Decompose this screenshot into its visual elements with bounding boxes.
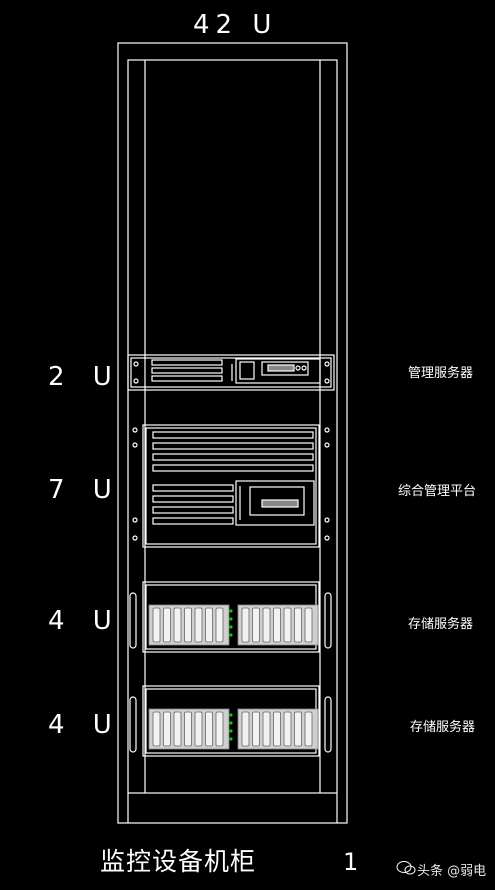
disk-drive (205, 607, 213, 643)
status-led (229, 617, 233, 621)
disk-drive (252, 711, 260, 747)
disk-drive (262, 607, 271, 643)
device-name-label: 存储服务器 (410, 720, 476, 735)
status-led (229, 721, 233, 725)
disk-bays (148, 604, 319, 750)
disk-drive (283, 711, 292, 747)
sheet-number: 1 (343, 848, 359, 876)
disk-drive (304, 711, 313, 747)
disk-drive (304, 607, 313, 643)
disk-drive (241, 711, 250, 747)
disk-drive (152, 607, 161, 643)
disk-drive (241, 607, 250, 643)
disk-drive (194, 607, 203, 643)
cabinet-outer-frame (117, 42, 348, 824)
disk-drive (184, 711, 192, 747)
device-4u-storage-server-1 (129, 581, 332, 653)
device-u-size-label: 7 U (48, 475, 122, 505)
disk-drive (294, 607, 302, 643)
disk-drive (252, 607, 260, 643)
device-name-label: 综合管理平台 (398, 484, 477, 499)
watermark-logo-icon (396, 861, 416, 875)
status-led (229, 633, 233, 637)
disk-drive (273, 711, 281, 747)
device-u-size-label: 4 U (48, 710, 122, 740)
disk-drive (152, 711, 161, 747)
cabinet-title: 监控设备机柜 (100, 847, 257, 876)
disk-drive (294, 711, 302, 747)
device-u-size-label: 2 U (48, 362, 122, 392)
device-2u-management-server (127, 354, 335, 391)
disk-drive (194, 711, 203, 747)
disk-drive (163, 711, 171, 747)
disk-drive (205, 711, 213, 747)
status-led (229, 609, 233, 613)
disk-drive (262, 711, 271, 747)
device-name-label: 存储服务器 (408, 617, 474, 632)
cabinet-inner-frame (127, 59, 338, 794)
disk-drive (273, 607, 281, 643)
status-led (229, 713, 233, 717)
status-leds (229, 609, 233, 741)
disk-drive (173, 711, 182, 747)
device-u-size-label: 4 U (48, 606, 122, 636)
disk-drive (283, 607, 292, 643)
status-led (229, 729, 233, 733)
disk-drive (163, 607, 171, 643)
disk-drive (173, 607, 182, 643)
disk-drive (215, 607, 224, 643)
watermark-text: 头条 @弱电 (417, 864, 487, 879)
device-name-label: 管理服务器 (408, 366, 474, 381)
status-led (229, 737, 233, 741)
disk-drive (215, 711, 224, 747)
disk-drive (184, 607, 192, 643)
cabinet-capacity-label: 42 U (193, 10, 278, 40)
status-led (229, 625, 233, 629)
device-7u-integrated-platform (132, 424, 330, 548)
